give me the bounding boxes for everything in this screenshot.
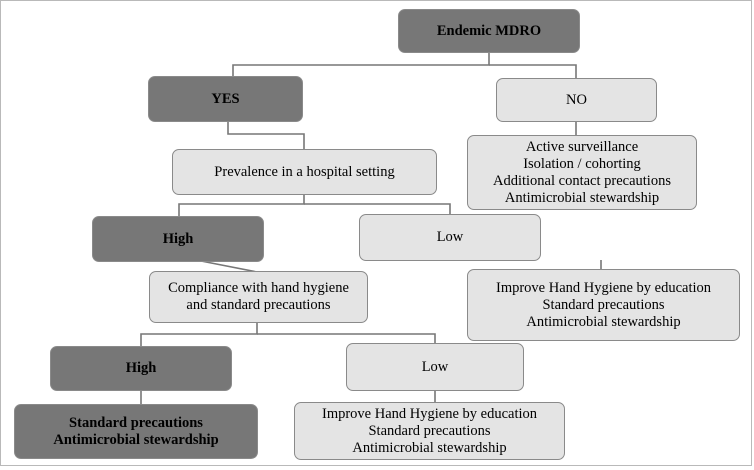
compliance-high-label: High [125,360,157,376]
action-item: Additional contact precautions [493,172,671,189]
compliance-node: Compliance with hand hygiene and standar… [149,271,368,323]
prevalence-low-node: Low [359,214,541,261]
compliance-low-node: Low [346,343,524,391]
no-label: NO [566,91,587,108]
action-item: Antimicrobial stewardship [53,431,219,448]
edge-compliance-branches [140,322,258,347]
action-item: Active surveillance [525,138,639,155]
prevalence-high-label: High [162,230,194,247]
action-item: Improve Hand Hygiene by education [321,405,537,422]
compliance-line: Compliance with hand hygiene [168,280,349,296]
edge-yes-prevalence [227,121,305,150]
action-item: Improve Hand Hygiene by education [495,279,711,296]
compliance-high-actions-box: Standard precautions Antimicrobial stewa… [14,404,258,459]
compliance-low-actions-box: Improve Hand Hygiene by education Standa… [294,402,565,460]
no-actions-box: Active surveillance Isolation / cohortin… [467,135,697,210]
yes-node: YES [148,76,303,122]
action-item: Isolation / cohorting [523,155,641,172]
prevalence-low-actions-box: Improve Hand Hygiene by education Standa… [467,269,740,341]
compliance-high-node: High [50,346,232,391]
prevalence-label: Prevalence in a hospital setting [214,163,395,180]
endemic-mdro-node: Endemic MDRO [398,9,580,53]
prevalence-node: Prevalence in a hospital setting [172,149,437,195]
action-item: Antimicrobial stewardship [526,313,681,330]
action-item: Antimicrobial stewardship [352,439,507,456]
yes-label: YES [211,90,240,107]
edge-root-no [489,64,577,79]
compliance-line: and standard precautions [186,297,331,313]
action-item: Standard precautions [368,422,491,439]
edge-root-branches [232,52,490,77]
compliance-low-label: Low [421,358,449,375]
prevalence-high-node: High [92,216,264,262]
action-item: Standard precautions [69,414,203,431]
edge-compliance-low [257,333,436,344]
action-item: Antimicrobial stewardship [504,189,660,206]
edge-high-compliance [200,260,258,273]
no-node: NO [496,78,657,122]
edge-prevalence-high [178,194,305,217]
endemic-mdro-label: Endemic MDRO [436,22,542,39]
prevalence-low-label: Low [436,229,464,245]
action-item: Standard precautions [542,296,665,313]
edge-prevalence-low [304,203,451,215]
